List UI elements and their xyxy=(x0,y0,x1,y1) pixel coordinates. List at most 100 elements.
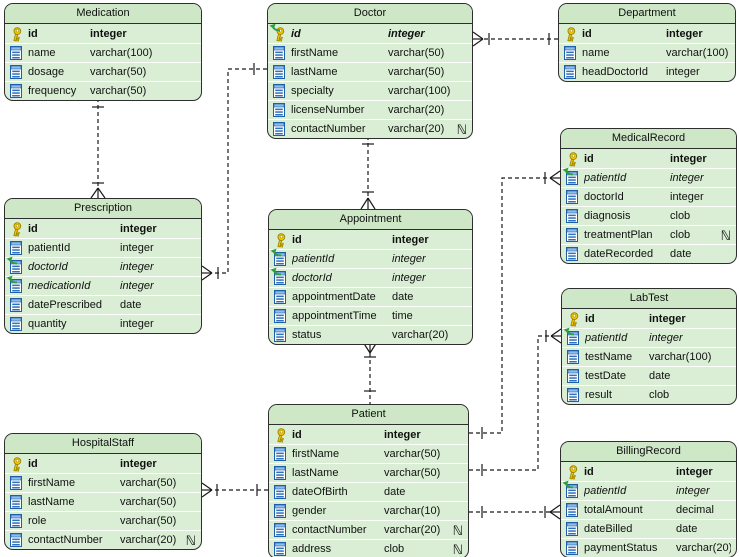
column-icon xyxy=(273,465,292,481)
relationship-Department-Doctor[interactable] xyxy=(472,31,558,47)
column-type: varchar(100) xyxy=(90,47,153,59)
column-type: date xyxy=(670,248,692,260)
relationship-Doctor-Prescription[interactable] xyxy=(201,63,267,281)
nullable-icon: ℕ xyxy=(185,532,196,548)
column-name: doctorId xyxy=(292,272,332,284)
column-icon xyxy=(566,368,585,384)
relationship-Patient-HospitalStaff[interactable] xyxy=(201,482,268,498)
column-type: varchar(100) xyxy=(666,47,729,59)
relationship-Patient-BillingRecord[interactable] xyxy=(469,504,561,520)
column-icon xyxy=(566,349,585,365)
relationship-Medication-Prescription[interactable] xyxy=(90,98,106,199)
column-name: patientId xyxy=(584,485,627,497)
primary-key-icon xyxy=(273,427,292,443)
column-name: patientId xyxy=(292,253,335,265)
relationship-Patient-LabTest[interactable] xyxy=(469,328,562,476)
column-icon xyxy=(9,532,28,548)
column-type: clob xyxy=(670,210,691,222)
column-icon xyxy=(9,475,28,491)
column-name: role xyxy=(28,515,47,527)
column-icon xyxy=(270,248,292,267)
foreign-key-arrow-icon xyxy=(562,166,574,179)
relationship-Doctor-Appointment[interactable] xyxy=(360,136,376,210)
relationship-Patient-Appointment[interactable] xyxy=(362,341,378,404)
relationship-Patient-MedicalRecord[interactable] xyxy=(469,170,561,439)
primary-key-icon xyxy=(9,26,28,42)
foreign-key-arrow-icon xyxy=(6,255,18,268)
column-icon xyxy=(272,121,291,137)
foreign-key-arrow-icon xyxy=(269,22,281,35)
column-icon xyxy=(563,45,582,61)
column-icon xyxy=(9,240,28,256)
column-icon xyxy=(6,256,28,275)
foreign-key-arrow-icon xyxy=(270,266,282,279)
column-icon xyxy=(563,327,585,346)
column-type: varchar(50) xyxy=(384,448,441,460)
column-name: patientId xyxy=(585,332,628,344)
